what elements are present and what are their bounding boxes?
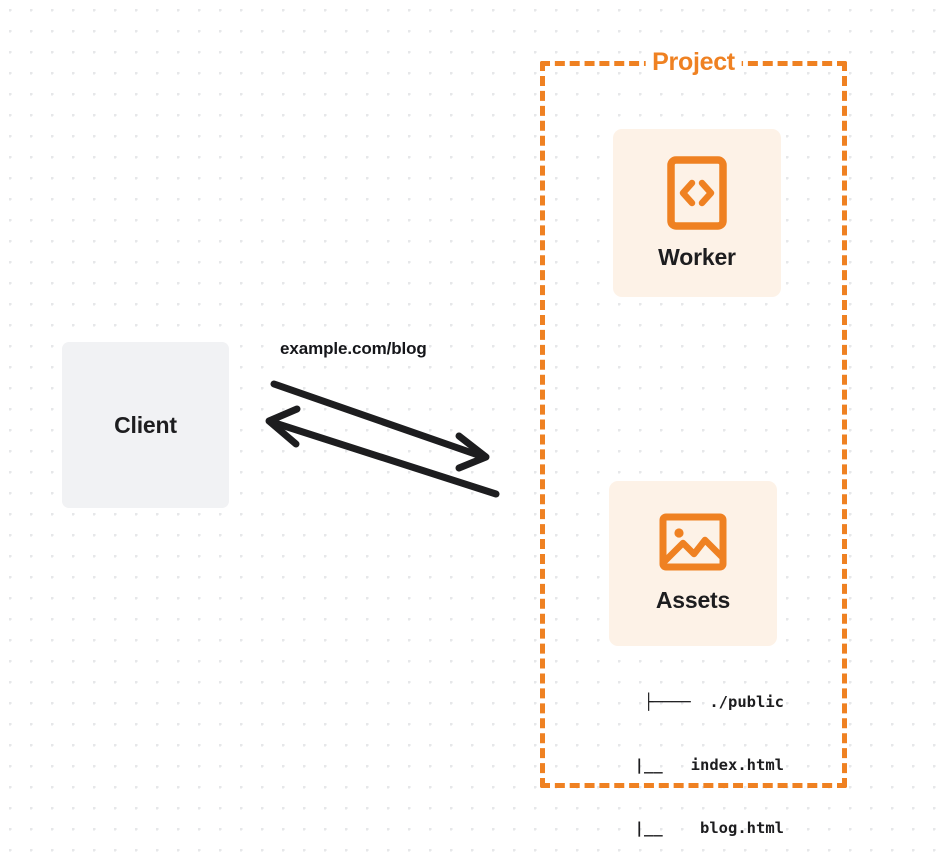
- file-tree-row: ├──── ./public: [644, 693, 784, 711]
- project-label: Project: [645, 48, 742, 77]
- connection-label: example.com/blog: [280, 339, 427, 358]
- response-arrow: [265, 405, 500, 498]
- worker-label: Worker: [658, 243, 736, 270]
- assets-file-tree: ├──── ./public |__ index.html |__ blog.h…: [584, 650, 784, 860]
- project-boundary: Project: [540, 48, 847, 788]
- file-tree-row: |__ blog.html: [606, 819, 784, 837]
- file-tree-row: |__ index.html: [606, 756, 784, 774]
- code-brackets-icon: [667, 155, 727, 230]
- assets-label: Assets: [655, 587, 731, 613]
- worker-node[interactable]: Worker: [613, 129, 781, 297]
- image-icon: [659, 513, 727, 571]
- assets-node[interactable]: Assets: [609, 481, 777, 646]
- client-label: Client: [114, 411, 177, 438]
- request-arrow: [270, 380, 490, 472]
- client-node[interactable]: Client: [62, 342, 229, 508]
